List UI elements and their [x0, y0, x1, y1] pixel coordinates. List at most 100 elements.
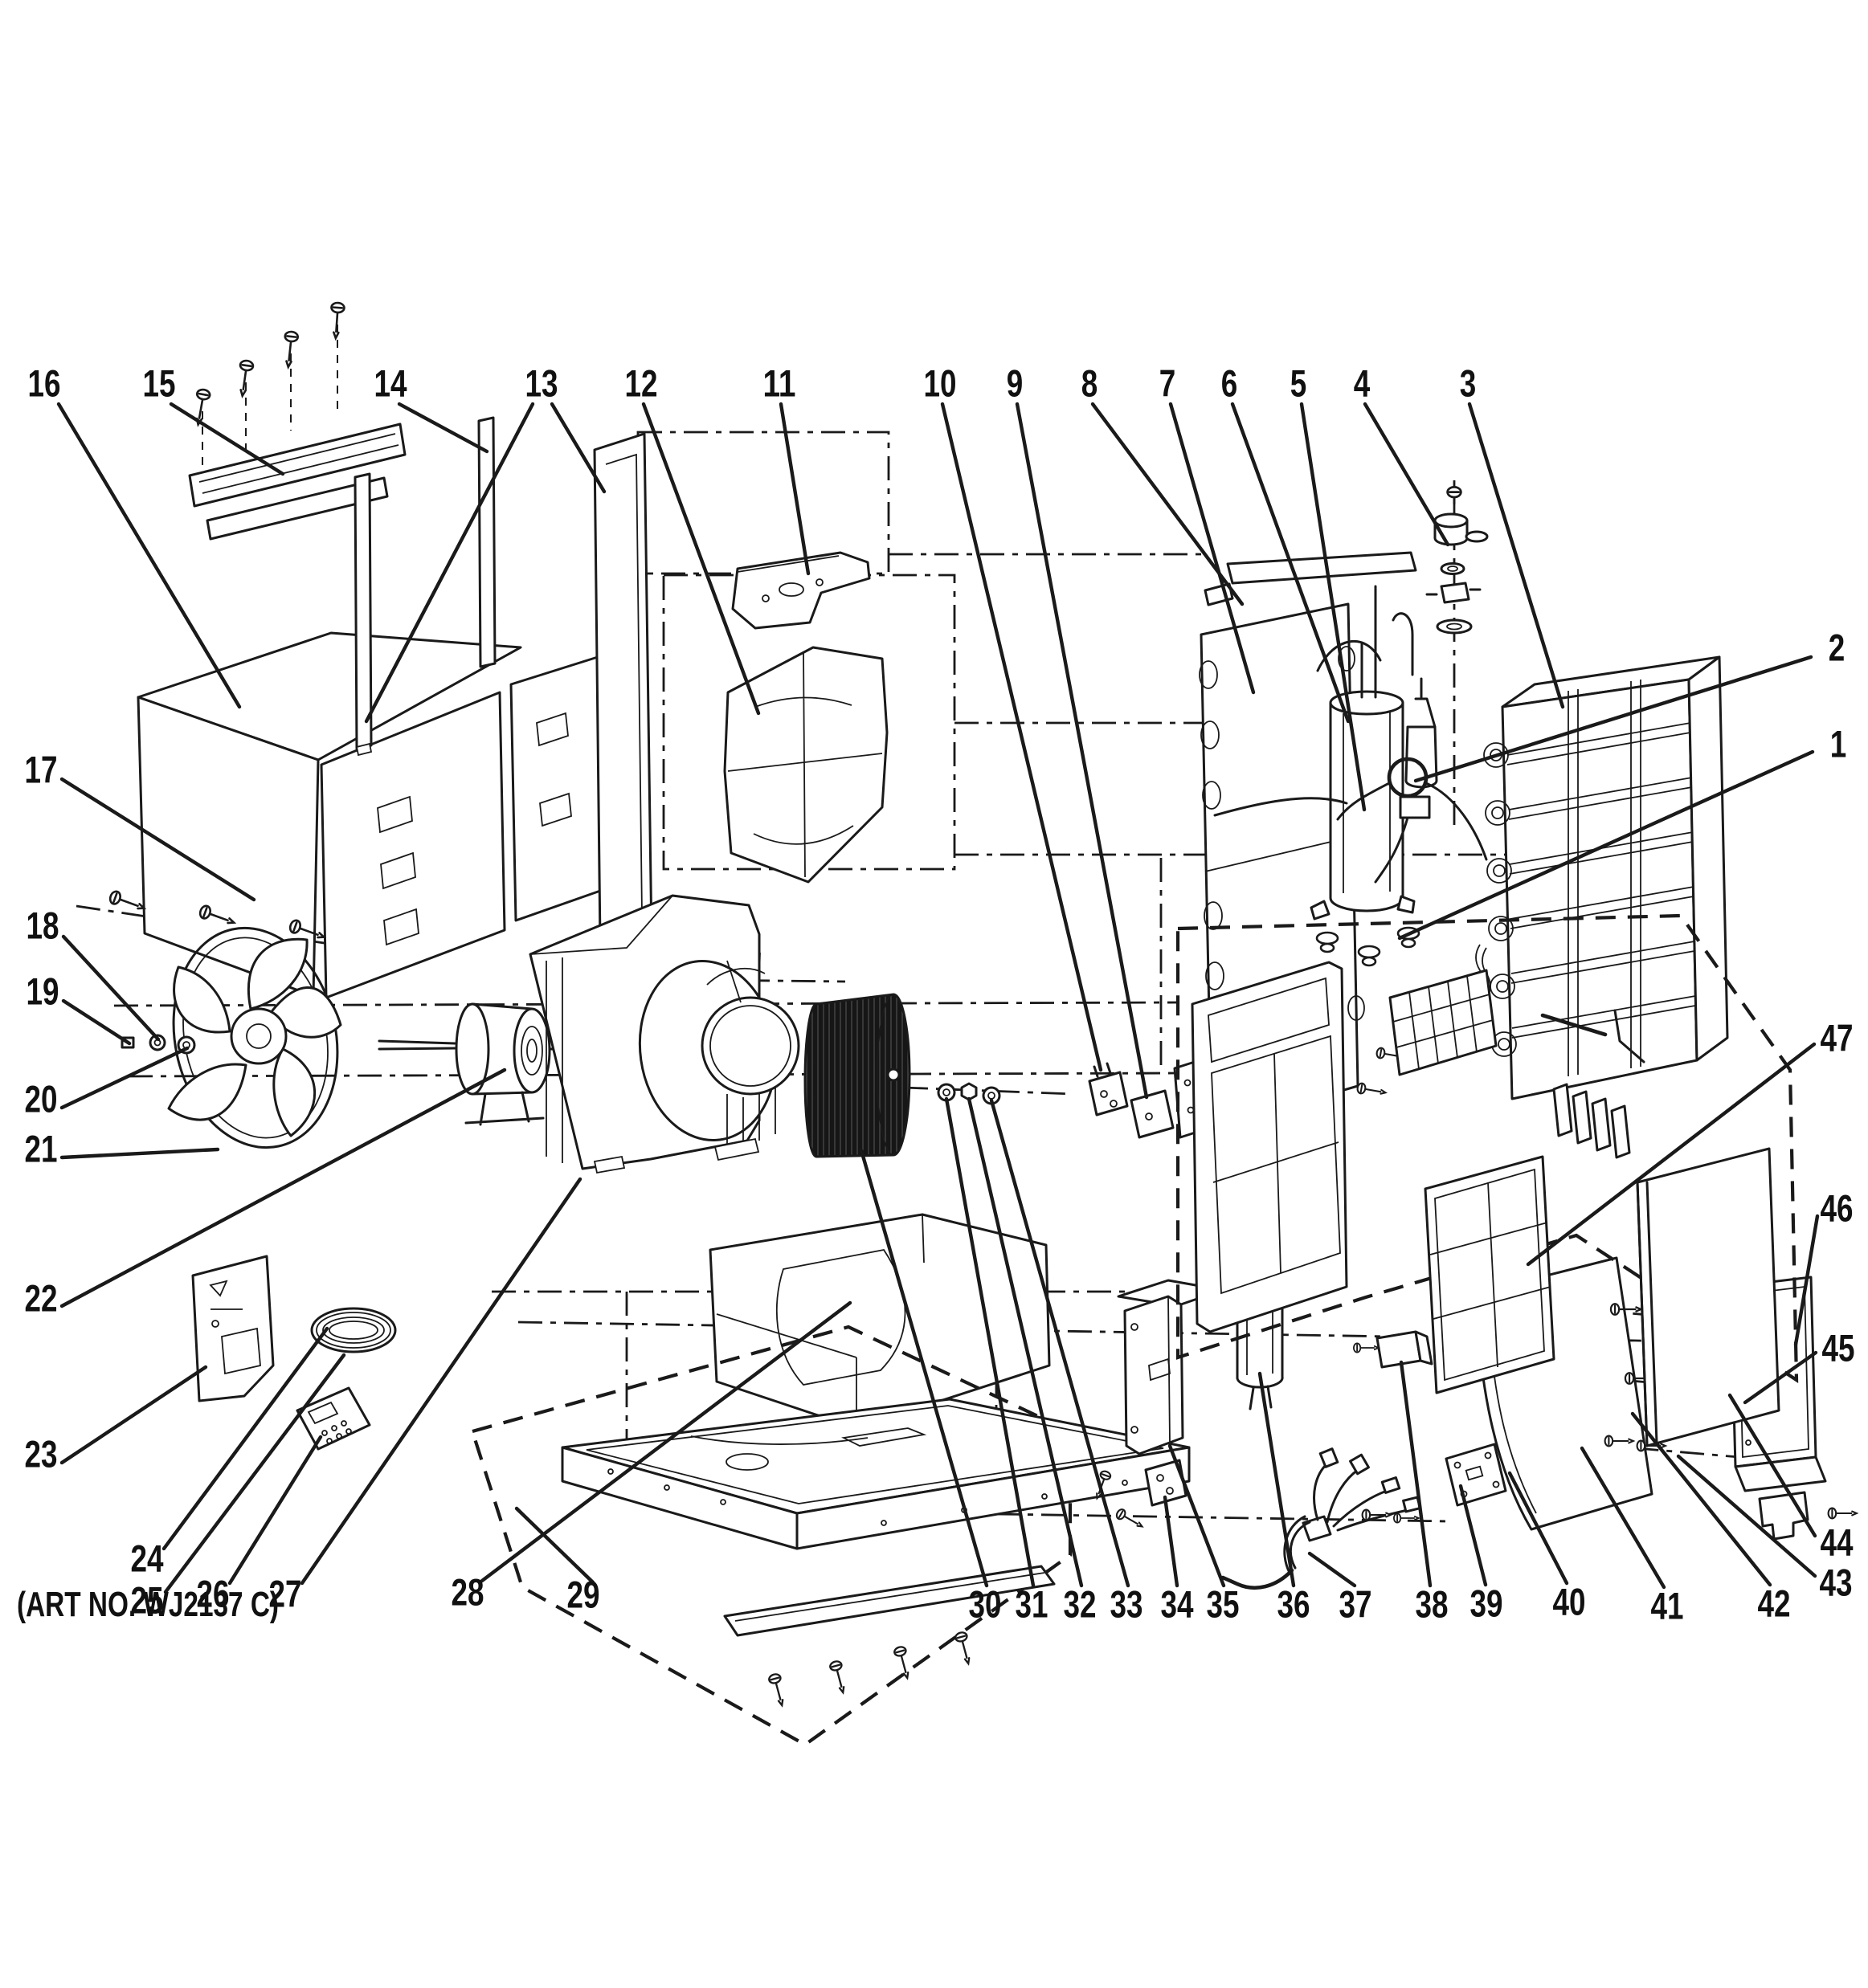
callout-label-21: 21	[25, 1128, 58, 1170]
callout-label-2: 2	[1829, 627, 1846, 669]
callout-label-22: 22	[25, 1277, 58, 1320]
leader-line-22	[59, 1067, 507, 1308]
callout-label-36: 36	[1277, 1583, 1310, 1626]
leader-line-30	[859, 1148, 989, 1588]
leader-line-12	[641, 402, 761, 716]
callout-label-44: 44	[1821, 1521, 1854, 1564]
front-grille	[1636, 1147, 1780, 1447]
top-bar	[1226, 551, 1417, 585]
blower-shroud	[529, 894, 800, 1174]
louver-vanes	[1552, 1083, 1631, 1159]
relay	[1091, 1459, 1187, 1532]
foam-duct	[709, 1213, 1051, 1430]
cabinet-mid-panel	[320, 691, 506, 999]
callout-label-47: 47	[1821, 1017, 1854, 1059]
top-rail-group	[188, 301, 407, 541]
remote-control	[296, 1386, 371, 1451]
leader-line-14	[397, 402, 489, 454]
leader-line-34	[1163, 1495, 1179, 1588]
leader-line-42	[1630, 1411, 1772, 1587]
leader-line-23	[59, 1365, 208, 1465]
leader-line-46	[1793, 1214, 1820, 1347]
callout-label-42: 42	[1758, 1582, 1791, 1625]
air-guide-duct	[723, 646, 889, 884]
leader-line-36	[1257, 1371, 1296, 1588]
callout-label-12: 12	[625, 362, 658, 405]
leader-line-43	[1676, 1454, 1817, 1578]
cabinet-side-panel	[509, 655, 604, 922]
callout-label-13: 13	[525, 362, 558, 405]
leader-line-5	[1299, 402, 1367, 812]
leader-line-20	[59, 1046, 190, 1110]
callout-label-15: 15	[143, 362, 176, 405]
leader-line-15	[169, 402, 285, 476]
callout-label-9: 9	[1007, 362, 1024, 405]
callout-label-20: 20	[25, 1078, 58, 1121]
leader-line-47	[1526, 1042, 1817, 1267]
compressor	[1310, 585, 1420, 967]
base-pan-group	[470, 1325, 1191, 1747]
leader-line-25	[163, 1353, 346, 1594]
callout-label-28: 28	[452, 1571, 484, 1614]
blower-wheel-group	[803, 993, 1001, 1158]
fan-group	[121, 926, 750, 1149]
air-filter	[1424, 1155, 1555, 1394]
leader-line-1	[1397, 749, 1815, 941]
leader-line-8	[1090, 402, 1245, 606]
wire-harness	[1220, 1447, 1421, 1590]
callout-label-34: 34	[1161, 1583, 1194, 1626]
callout-label-27: 27	[269, 1573, 302, 1615]
leader-line-18	[61, 934, 161, 1042]
rod	[1540, 1013, 1608, 1037]
callout-label-19: 19	[27, 970, 59, 1013]
leader-line-41	[1580, 1446, 1666, 1590]
base-dashed-outline	[470, 1325, 1073, 1747]
art-number: (ART NO. WJ2137 C)	[17, 1585, 279, 1624]
leader-line-24	[161, 1326, 329, 1551]
callout-layer: 1234567891011121314151617181920212223242…	[25, 362, 1855, 1627]
leader-line-44	[1727, 1393, 1817, 1538]
leader-line-16	[56, 402, 242, 709]
callout-label-6: 6	[1221, 362, 1238, 405]
callout-label-17: 17	[25, 749, 58, 791]
refrigerant-tubing	[1213, 757, 1488, 884]
callout-label-39: 39	[1470, 1582, 1503, 1625]
leader-line-26	[227, 1435, 323, 1586]
leader-line-13	[364, 402, 535, 724]
callout-label-1: 1	[1830, 723, 1847, 765]
cabinet-group	[107, 631, 604, 999]
callout-label-31: 31	[1016, 1583, 1048, 1626]
vent-grid	[1388, 969, 1498, 1076]
callout-label-24: 24	[131, 1537, 164, 1580]
callout-label-43: 43	[1820, 1561, 1853, 1604]
leader-line-19	[61, 998, 132, 1046]
leader-line-35	[1167, 1443, 1226, 1588]
leader-line-40	[1507, 1471, 1569, 1586]
leader-line-7	[1168, 402, 1256, 695]
front-panel-group	[1175, 913, 1799, 1447]
callout-label-3: 3	[1460, 362, 1477, 405]
leader-line-45	[1743, 1350, 1818, 1405]
seal-ring	[310, 1307, 397, 1353]
callout-label-7: 7	[1159, 362, 1176, 405]
leader-line-13	[550, 402, 607, 494]
run-capacitor	[1352, 1330, 1469, 1369]
callout-label-29: 29	[567, 1574, 600, 1616]
callout-label-37: 37	[1339, 1583, 1372, 1626]
leader-line-17	[59, 777, 256, 902]
callout-label-10: 10	[924, 362, 957, 405]
callout-label-38: 38	[1416, 1583, 1449, 1626]
leader-line-4	[1363, 402, 1450, 547]
leader-line-10	[940, 402, 1103, 1072]
callout-label-18: 18	[27, 904, 59, 947]
callout-label-45: 45	[1822, 1327, 1855, 1370]
evaporator	[1475, 655, 1729, 1100]
control-board	[1445, 1443, 1507, 1507]
callout-label-33: 33	[1110, 1583, 1143, 1626]
callout-label-4: 4	[1354, 362, 1371, 405]
fan-blade	[167, 926, 342, 1149]
callout-label-32: 32	[1064, 1583, 1097, 1626]
callout-label-35: 35	[1207, 1583, 1240, 1626]
